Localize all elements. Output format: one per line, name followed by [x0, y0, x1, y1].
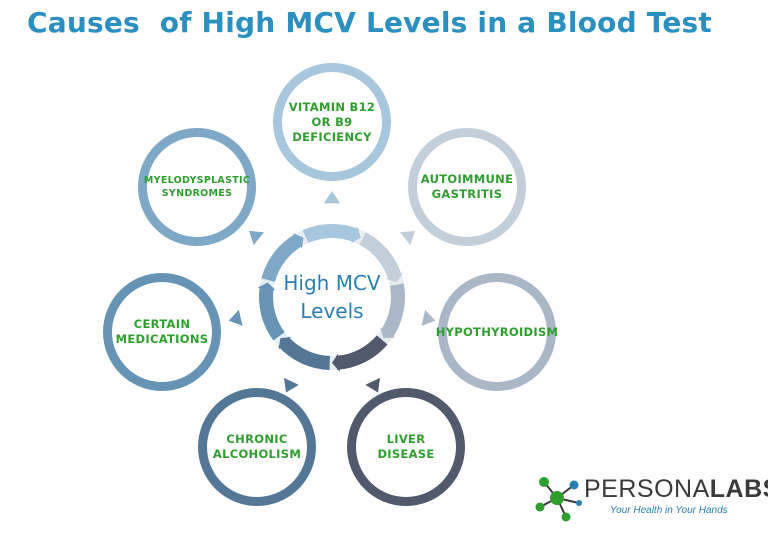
pointer-arrow [249, 230, 264, 246]
hub-label: High MCV Levels [283, 271, 381, 323]
cause-label: CHRONIC ALCOHOLISM [212, 432, 302, 461]
cause-label: LIVER DISEASE [377, 432, 435, 461]
ring-segment-head [292, 233, 304, 249]
cause-node-vitamin-deficiency: VITAMIN B12 OR B9 DEFICIENCY [273, 63, 391, 181]
cause-node-chronic-alcoholism: CHRONIC ALCOHOLISM [198, 388, 316, 506]
cause-node-certain-medications: CERTAIN MEDICATIONS [103, 273, 221, 391]
brand-name: PERSONALABS [584, 475, 768, 503]
ring-segment [380, 283, 405, 339]
pointer-arrow [365, 377, 381, 393]
ring-segment-head [278, 337, 292, 350]
pointer-arrow [228, 309, 243, 326]
hub-node: High MCV Levels [256, 221, 408, 373]
ring-segment-head [380, 327, 396, 339]
cause-label: CERTAIN MEDICATIONS [115, 317, 209, 346]
ring-segment [335, 335, 388, 370]
ring-segment [261, 233, 304, 283]
personalabs-logo: PERSONALABS Your Health in Your Hands [532, 473, 768, 525]
cause-label: AUTOIMMUNE GASTRITIS [420, 172, 514, 201]
cause-node-myelodysplastic-syndromes: MYELODYSPLASTIC SYNDROMES [138, 128, 256, 246]
molecule-icon [535, 477, 582, 522]
ring-segment-head [257, 282, 276, 291]
pointer-arrow [400, 230, 415, 246]
ring-segment-head [351, 226, 361, 244]
pointer-arrow [283, 377, 299, 393]
page-title: Causes of High MCV Levels in a Blood Tes… [27, 6, 712, 39]
cause-label: MYELODYSPLASTIC SYNDROMES [143, 175, 251, 199]
brand-tagline: Your Health in Your Hands [610, 505, 728, 516]
cause-node-hypothyroidism: HYPOTHYROIDISM [435, 273, 559, 391]
ring-segment-head [332, 353, 340, 372]
pointer-arrow [421, 309, 436, 326]
pointer-arrow [323, 191, 341, 204]
cause-label: VITAMIN B12 OR B9 DEFICIENCY [288, 99, 376, 144]
ring-segment [259, 285, 285, 341]
ring-segment [359, 232, 402, 281]
ring-segment-head [385, 272, 403, 283]
ring-segment [302, 224, 360, 244]
cause-label: HYPOTHYROIDISM [435, 324, 559, 339]
cause-node-autoimmune-gastritis: AUTOIMMUNE GASTRITIS [408, 128, 526, 246]
ring-segment [278, 336, 331, 370]
cause-node-liver-disease: LIVER DISEASE [347, 388, 465, 506]
